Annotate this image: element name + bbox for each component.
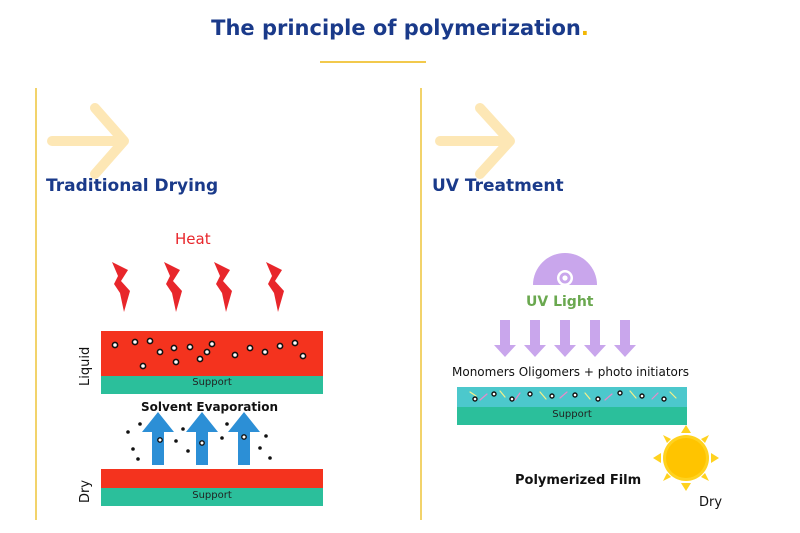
- uv-arrow-icons: [494, 320, 636, 357]
- left-heading: Traditional Drying: [46, 176, 219, 196]
- uv-layer-particles: [472, 390, 667, 402]
- dry-label: Dry: [78, 479, 93, 503]
- page-title: The principle of polymerization.: [0, 16, 800, 40]
- uv-arrow-2: [524, 320, 546, 357]
- left-bottom-support-label: Support: [192, 490, 232, 501]
- right-dry-label: Dry: [699, 495, 723, 510]
- left-divider: [35, 88, 37, 520]
- evaporation-label: Solvent Evaporation: [141, 400, 279, 414]
- left-top-support-label: Support: [192, 377, 232, 388]
- uv-arrow-5: [614, 320, 636, 357]
- liquid-layer: [101, 331, 323, 376]
- evaporation-arrow-2: [186, 412, 218, 465]
- right-support-label: Support: [552, 409, 592, 420]
- uv-lamp-icon: [533, 253, 597, 286]
- polymerized-film-label: Polymerized Film: [515, 473, 642, 488]
- heat-label: Heat: [175, 230, 211, 248]
- uv-arrow-1: [494, 320, 516, 357]
- liquid-particles: [111, 337, 307, 370]
- lightning-icons: [112, 262, 284, 312]
- uv-layer-flecks: [469, 390, 677, 401]
- right-heading: UV Treatment: [432, 176, 564, 196]
- lightning-icon-3: [214, 262, 232, 312]
- uv-coating-layer: [457, 387, 687, 407]
- right-arrow-icon: [435, 103, 515, 179]
- uv-light-label: UV Light: [526, 294, 594, 310]
- lightning-icon-1: [112, 262, 130, 312]
- right-support: [457, 407, 687, 425]
- left-top-support: [101, 376, 323, 394]
- lightning-icon-2: [164, 262, 182, 312]
- monomers-label: Monomers Oligomers + photo initiators: [452, 365, 690, 379]
- solvent-dots: [126, 422, 272, 461]
- title-text: The principle of polymerization: [211, 16, 581, 40]
- title-underline: [320, 61, 426, 63]
- left-arrow-icon: [47, 103, 129, 179]
- title-dot: .: [580, 16, 589, 40]
- uv-arrow-3: [554, 320, 576, 357]
- center-divider: [420, 88, 422, 520]
- uv-arrow-4: [584, 320, 606, 357]
- left-bottom-support: [101, 488, 323, 506]
- lightning-icon-4: [266, 262, 284, 312]
- dry-layer: [101, 469, 323, 488]
- liquid-label: Liquid: [78, 346, 93, 386]
